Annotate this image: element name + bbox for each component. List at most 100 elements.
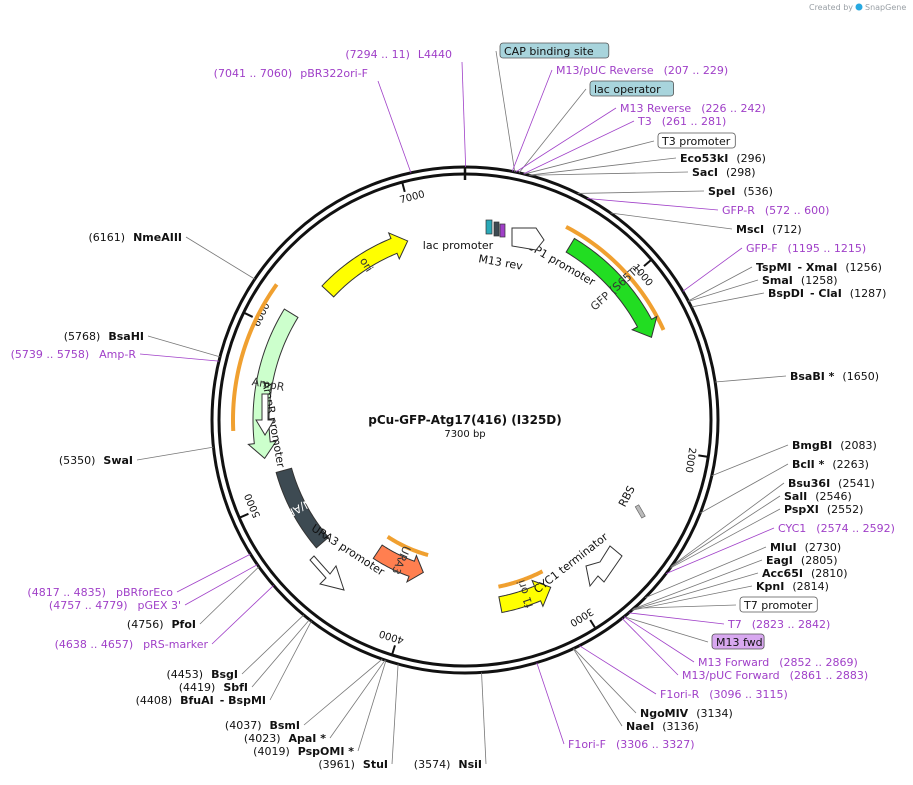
bfuai-enzyme2: - BspMI (220, 694, 266, 707)
bsabi-site: BsaBI *(1650) (790, 370, 879, 383)
lac-operator-leader (518, 88, 587, 174)
cyc1-text: CYC1(2574 .. 2592) (778, 522, 895, 535)
eagi-leader (633, 559, 763, 610)
eagi-enzyme: EagI (766, 554, 793, 567)
pbrforeco-primer: (4817 .. 4835) (27, 586, 106, 599)
pgex3-primer: (4757 .. 4779) (49, 599, 128, 612)
tspmi-enzyme: TspMI (756, 261, 792, 274)
kpni-text: KpnI(2814) (756, 580, 829, 593)
m13-puc-forward-range: (2861 .. 2883) (790, 669, 869, 682)
tspmi-site: TspMI- XmaI(1256) (756, 261, 882, 274)
tick-3000 (589, 619, 597, 630)
ngomiv-site: NgoMIV (3134) (640, 707, 733, 720)
pbrforeco-text: (4817 .. 4835)pBRforEco (27, 586, 173, 599)
l4440-primer: L4440 (418, 48, 452, 61)
acc65i-pos: (2810) (811, 567, 848, 580)
smai-pos: (1258) (801, 274, 838, 287)
t7-promoter-box (739, 596, 818, 613)
swai-site: (5350)SwaI (59, 454, 133, 467)
bspdi-leader (691, 292, 765, 308)
pspxi-site: PspXI(2552) (784, 503, 863, 516)
ngomiv-pos: (3134) (696, 707, 733, 720)
bsmi-enzyme: BsmI (270, 719, 301, 732)
stui-site: (3961)StuI (318, 758, 388, 771)
bfuai-site: (4408)BfuAI- BspMI (136, 694, 266, 707)
bsahi-text: (5768)BsaHI (64, 330, 144, 343)
t3-promoter-box (657, 132, 736, 149)
plasmid-length: 7300 bp (444, 429, 485, 440)
pspxi-text: PspXI(2552) (784, 503, 863, 516)
pfoi-pos: (4756) (127, 618, 164, 631)
bmgbi-leader (711, 444, 789, 477)
m13-reverse-primer: M13 Reverse (620, 102, 691, 115)
gfp-f-text: GFP-F(1195 .. 1215) (746, 242, 866, 255)
smai-enzyme: SmaI (762, 274, 793, 287)
cyc1-range: (2574 .. 2592) (816, 522, 895, 535)
tspmi-text: TspMI- XmaI(1256) (756, 261, 882, 274)
mlui-leader (644, 546, 767, 599)
cap-binding-site-site: CAP binding site (499, 42, 610, 59)
orange-arc-2 (498, 569, 544, 589)
gfp-arrow (565, 237, 658, 338)
l4440-site: (7294 .. 11)L4440 (345, 48, 452, 61)
sali-site: SalI (2546) (784, 490, 852, 503)
small-feature-marks (255, 219, 646, 591)
prs-marker-range: pRS-marker (143, 638, 208, 651)
sali-enzyme: SalI (784, 490, 807, 503)
eco53ki-pos: (296) (736, 152, 766, 165)
pbrforeco-site: (4817 .. 4835)pBRforEco (27, 586, 173, 599)
bspdi-pos: (1287) (850, 287, 887, 300)
apai-site: (4023)ApaI * (244, 732, 326, 745)
gfp-r-primer: GFP-R (722, 204, 755, 217)
cyc1-site: CYC1(2574 .. 2592) (778, 522, 895, 535)
gfp-f-range: (1195 .. 1215) (788, 242, 867, 255)
saci-text: SacI(298) (692, 166, 756, 179)
bsmi-pos: (4037) (225, 719, 262, 732)
bsgi-leader (241, 614, 305, 675)
t3-promoter-text: T3 promoter (661, 135, 731, 148)
naei-pos: (3136) (662, 720, 699, 733)
m13-puc-reverse-text: M13/pUC Reverse(207 .. 229) (556, 64, 728, 77)
msci-leader (610, 212, 733, 230)
bsgi-enzyme: BsgI (211, 668, 238, 681)
orange-arc-3 (386, 535, 429, 557)
cup1-promoter-arrow (511, 227, 545, 251)
amp-r-site: (5739 .. 5758)Amp-R (11, 348, 137, 361)
ampr-promoter-arrow (255, 393, 275, 436)
l4440-leader (461, 61, 467, 168)
sali-pos: (2546) (815, 490, 852, 503)
ngomiv-enzyme: NgoMIV (640, 707, 689, 720)
sbfi-enzyme: SbfI (223, 681, 248, 694)
pbr322ori-f-range: (7041 .. 7060) (214, 67, 293, 80)
pfoi-text: (4756)PfoI (127, 618, 196, 631)
nsii-enzyme: NsiI (458, 758, 482, 771)
m13-fwd-site: M13 fwd (711, 633, 765, 650)
stui-text: (3961)StuI (318, 758, 388, 771)
eagi-site: EagI(2805) (766, 554, 837, 567)
bsu36i-pos: (2541) (838, 477, 875, 490)
cap-binding-site-leader (495, 50, 516, 173)
stui-pos: (3961) (318, 758, 355, 771)
pspxi-enzyme: PspXI (784, 503, 819, 516)
m13-fwd-leader (623, 616, 709, 643)
mlui-text: MluI(2730) (770, 541, 841, 554)
naei-text: NaeI(3136) (626, 720, 699, 733)
t3-range: (261 .. 281) (662, 115, 727, 128)
cap-binding-site-text: CAP binding site (504, 45, 594, 58)
t7-leader (628, 612, 725, 625)
pspomi-pos: (4019) (253, 745, 290, 758)
pbr322ori-f-primer: pBR322ori-F (300, 67, 368, 80)
pgex3-leader (184, 564, 258, 606)
acc65i-leader (632, 572, 759, 611)
pspxi-leader (669, 508, 781, 569)
bsu36i-site: Bsu36I(2541) (788, 477, 875, 490)
tick-5000 (238, 512, 249, 519)
pspomi-text: (4019)PspOMI * (253, 745, 354, 758)
leader-lines (136, 50, 789, 765)
m13-forward-primer: M13 Forward (698, 656, 769, 669)
prs-marker-text: (4638 .. 4657)pRS-marker (55, 638, 209, 651)
bmgbi-pos: (2083) (840, 439, 877, 452)
ori-arrow (321, 232, 409, 298)
cen-ars-arrow (275, 467, 330, 549)
swai-text: (5350)SwaI (59, 454, 133, 467)
